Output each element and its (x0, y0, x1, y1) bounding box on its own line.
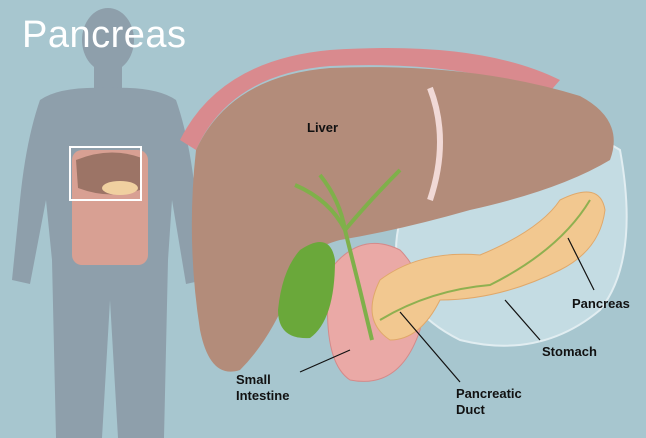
bile-ducts (294, 168, 402, 341)
label-small-intestine: Small Intestine (236, 372, 289, 404)
pancreas (371, 191, 606, 341)
label-pancreatic-duct-line2: Duct (456, 402, 485, 417)
gallbladder (278, 242, 335, 339)
leader-lines (299, 237, 595, 383)
label-pancreas: Pancreas (572, 296, 630, 311)
page-title: Pancreas (22, 14, 187, 56)
label-stomach: Stomach (542, 344, 597, 359)
inset-highlight-box (69, 146, 142, 201)
label-pancreatic-duct: Pancreatic Duct (456, 386, 522, 418)
diaphragm (180, 48, 560, 150)
liver (191, 67, 614, 372)
label-small-intestine-line1: Small (236, 372, 271, 387)
label-pancreatic-duct-line1: Pancreatic (456, 386, 522, 401)
inset-organs (69, 146, 148, 265)
label-liver: Liver (307, 120, 339, 135)
label-small-intestine-line2: Intestine (236, 388, 290, 403)
